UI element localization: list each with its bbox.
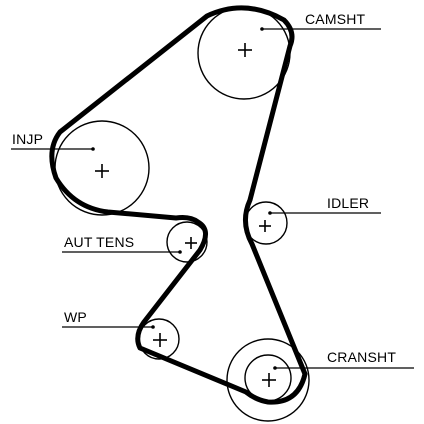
water-pump-pulley-outline [138,318,180,360]
crankshaft-callout: CRANSHT [273,349,414,370]
auto-tensioner-callout: AUT TENS [62,234,182,254]
camshaft-label: CAMSHT [305,11,366,27]
camshaft-leader-dot [260,27,264,31]
injection-pump-label: INJP [12,131,43,147]
water-pump-pulley [138,318,180,360]
idler-pulley-outline [244,201,288,245]
injection-pump-callout: INJP [11,131,95,151]
crankshaft-label: CRANSHT [327,349,396,365]
water-pump-callout: WP [62,309,155,329]
crankshaft-leader-dot [273,366,277,370]
crankshaft-pulley-inner [244,354,292,402]
auto-tensioner-label: AUT TENS [64,234,134,250]
water-pump-label: WP [64,309,87,325]
camshaft-pulley [197,6,291,100]
auto-tensioner-pulley-outline [166,221,208,263]
idler-label: IDLER [327,195,369,211]
idler-pulley [244,201,288,245]
auto-tensioner-pulley [166,221,208,263]
crankshaft-pulley [226,338,310,422]
water-pump-leader-dot [151,325,155,329]
injection-pump-leader-dot [91,147,95,151]
auto-tensioner-leader-dot [178,250,182,254]
crankshaft-pulley-outer [226,338,310,422]
timing-belt [49,5,308,405]
injection-pump-pulley-outline [54,120,150,216]
idler-leader-dot [268,211,272,215]
injection-pump-pulley [54,120,150,216]
idler-callout: IDLER [268,195,381,215]
camshaft-pulley-outline [197,6,291,100]
camshaft-callout: CAMSHT [260,11,381,31]
